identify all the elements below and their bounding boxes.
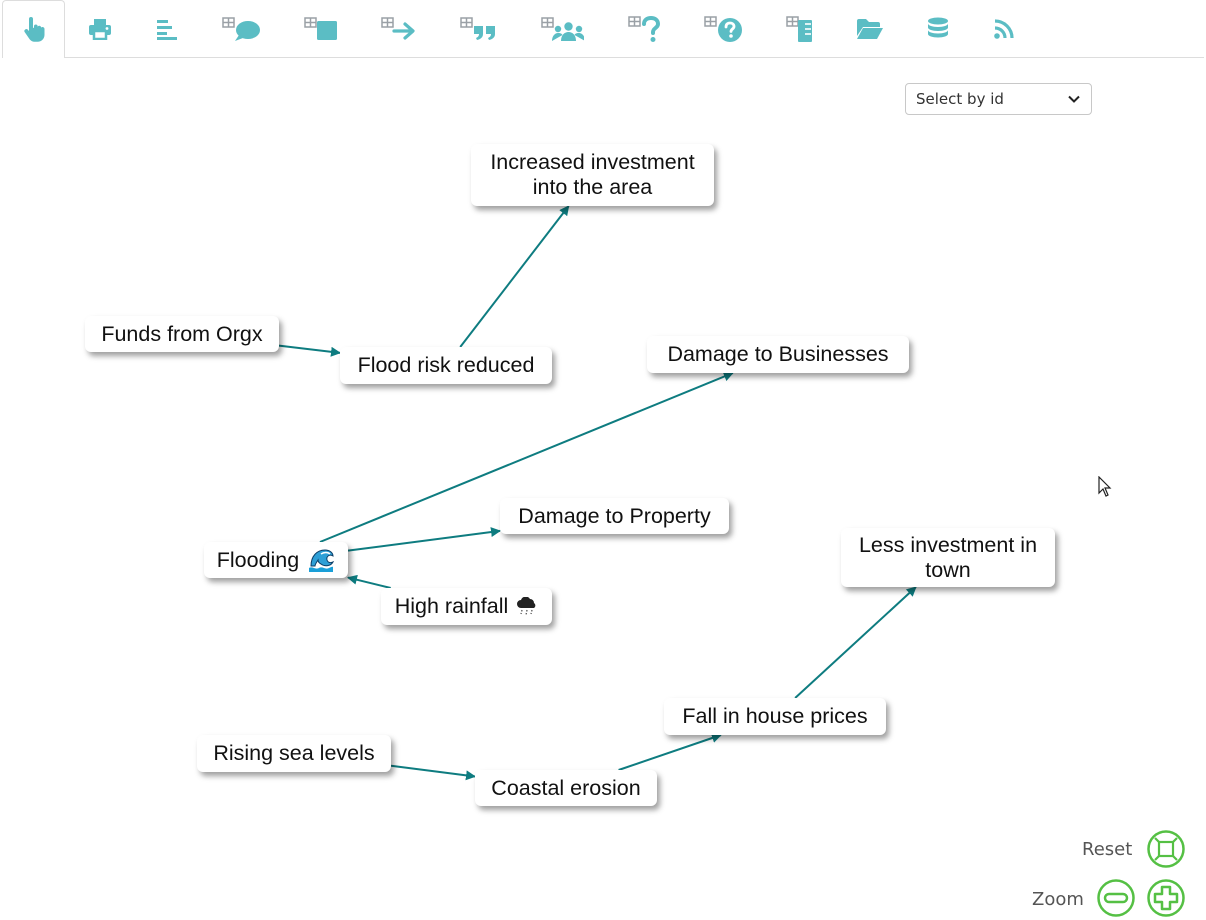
tab-table-book[interactable] — [782, 0, 818, 58]
edge-high-rainfall-to-flooding — [347, 574, 391, 589]
node-label: Damage to Property — [518, 503, 711, 528]
plus-icon — [1147, 879, 1185, 917]
tab-table-arrow[interactable] — [378, 0, 420, 58]
edge-fall-in-house-prices-to-less-investment — [794, 586, 917, 699]
tab-table-quote[interactable] — [457, 0, 501, 58]
tab-align[interactable] — [145, 0, 189, 58]
minus-icon — [1097, 879, 1135, 917]
tab-table-comments[interactable] — [218, 0, 264, 58]
node-flooding[interactable]: Flooding — [204, 542, 348, 578]
node-label: Rising sea levels — [213, 741, 375, 765]
toolbar-divider — [64, 57, 1204, 58]
node-label: Less investment in town — [858, 532, 1038, 582]
edge-flood-risk-reduced-to-increased-investment — [459, 205, 570, 348]
tab-rss[interactable] — [984, 0, 1024, 58]
edge-flooding-to-damage-to-businesses — [319, 371, 734, 543]
tab-print[interactable] — [78, 0, 122, 58]
pointer-hand-icon — [23, 16, 44, 42]
rss-icon — [994, 19, 1014, 39]
reset-view-button[interactable] — [1146, 829, 1186, 869]
zoom-label: Zoom — [1032, 889, 1084, 910]
table-note-icon — [304, 17, 337, 40]
node-label: High rainfall — [394, 594, 509, 618]
table-help-icon — [704, 16, 742, 42]
reset-label: Reset — [1082, 839, 1133, 860]
node-less-investment[interactable]: Less investment in town — [841, 528, 1055, 587]
node-flood-risk-reduced[interactable]: Flood risk reduced — [340, 347, 552, 384]
table-arrow-icon — [381, 17, 415, 40]
tab-table-notes[interactable] — [300, 0, 342, 58]
database-icon — [928, 17, 948, 38]
node-rising-sea-levels[interactable]: Rising sea levels — [197, 735, 391, 772]
folder-open-icon — [857, 19, 883, 39]
zoom-out-button[interactable] — [1096, 878, 1136, 918]
tab-table-question[interactable] — [624, 0, 664, 58]
node-high-rainfall[interactable]: High rainfall — [381, 588, 552, 625]
node-increased-investment[interactable]: Increased investment into the area — [471, 144, 714, 206]
node-funds-from-orgx[interactable]: Funds from Orgx — [85, 316, 279, 352]
node-label: Flood risk reduced — [357, 353, 535, 377]
node-label: Flooding — [216, 547, 300, 572]
mouse-cursor-icon — [1098, 476, 1112, 497]
tab-pointer[interactable] — [2, 0, 65, 58]
align-left-icon — [157, 20, 177, 40]
rain-cloud-icon — [516, 596, 538, 617]
tab-folder[interactable] — [850, 0, 890, 58]
node-damage-to-property[interactable]: Damage to Property — [500, 498, 729, 534]
table-users-icon — [541, 17, 584, 41]
edge-funds-from-orgx-to-flood-risk-reduced — [278, 344, 341, 357]
node-label: Damage to Businesses — [667, 342, 889, 366]
table-question-icon — [628, 15, 661, 42]
toolbar — [0, 0, 1206, 58]
node-fall-in-house-prices[interactable]: Fall in house prices — [664, 698, 886, 735]
node-label: Fall in house prices — [682, 704, 868, 728]
fit-screen-icon — [1147, 830, 1185, 868]
chevron-down-icon — [1068, 95, 1080, 103]
node-label: Funds from Orgx — [101, 321, 263, 346]
node-coastal-erosion[interactable]: Coastal erosion — [475, 770, 657, 806]
table-book-icon — [786, 16, 812, 42]
table-quote-icon — [460, 17, 495, 40]
edge-coastal-erosion-to-fall-in-house-prices — [618, 733, 722, 771]
node-label: Coastal erosion — [491, 775, 641, 800]
print-icon — [89, 19, 111, 40]
select-by-id-dropdown[interactable]: Select by id — [905, 83, 1092, 115]
node-damage-to-businesses[interactable]: Damage to Businesses — [647, 336, 909, 373]
zoom-in-button[interactable] — [1146, 878, 1186, 918]
tab-table-help[interactable] — [701, 0, 745, 58]
select-value: Select by id — [916, 90, 1004, 108]
tab-table-users[interactable] — [538, 0, 586, 58]
edge-flooding-to-damage-to-property — [347, 527, 501, 552]
table-comment-icon — [222, 17, 260, 41]
edge-rising-sea-levels-to-coastal-erosion — [390, 764, 476, 781]
tab-database[interactable] — [918, 0, 958, 58]
wave-icon — [307, 546, 335, 574]
node-label: Increased investment into the area — [490, 150, 695, 199]
